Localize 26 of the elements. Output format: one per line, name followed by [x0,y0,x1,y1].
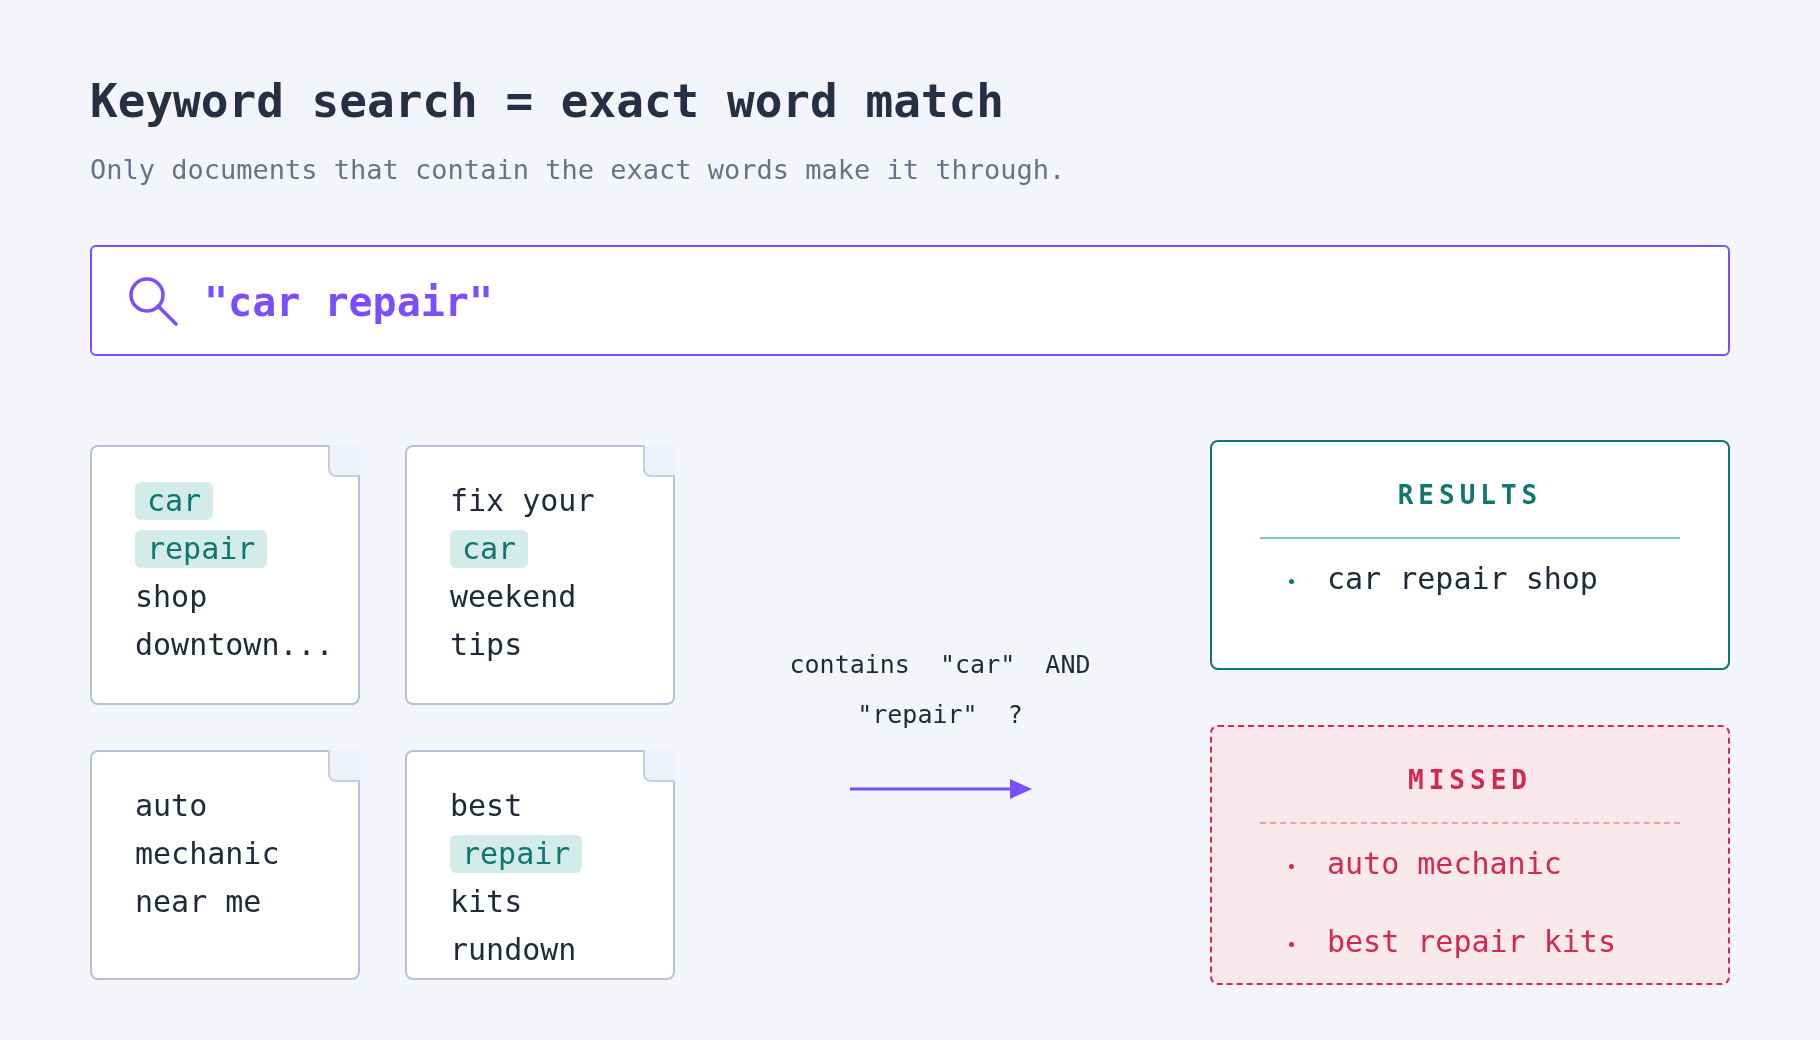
panel-heading: RESULTS [1396,480,1544,510]
search-bar [90,245,1730,356]
results-panel [1210,440,1730,670]
panel-heading: MISSED [1407,765,1533,795]
document-card [90,750,360,980]
document-text: shop downtown... [135,578,335,664]
document-text: fix your [450,482,596,520]
search-query: "car repair" [204,279,493,325]
document-card [405,750,675,980]
document-text: kits rundown [450,883,578,969]
document-card [90,445,360,705]
document-text: weekend tips [450,578,578,664]
list-item: car repair shop [1327,560,1598,598]
document-card [405,445,675,705]
highlighted-word: repair [135,530,268,568]
highlighted-word: car [135,482,214,520]
highlighted-word: repair [450,835,583,873]
highlighted-word: car [450,530,529,568]
document-text: best [450,787,524,825]
list-item: auto mechanic [1327,845,1562,883]
document-text: auto mechanic near me [135,787,281,921]
subtitle: Only documents that contain the exact words make it through. [90,154,1066,185]
missed-panel [1210,725,1730,985]
list-item: best repair kits [1327,923,1616,961]
title: Keyword search = exact word match [90,74,1004,128]
condition-text: contains "car" AND "repair" ? [788,649,1092,731]
